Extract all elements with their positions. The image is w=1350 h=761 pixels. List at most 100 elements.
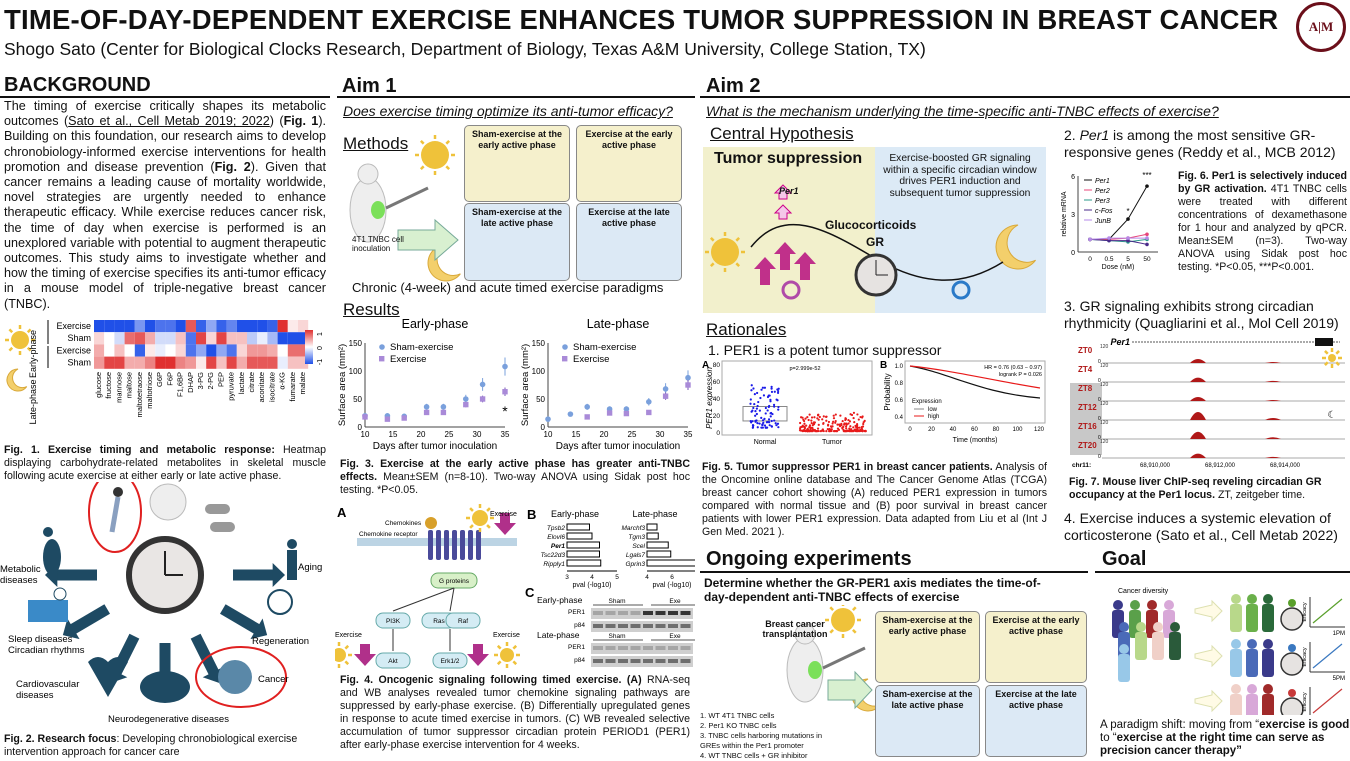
down-arrow-icon (494, 513, 516, 535)
heatmap-cell (124, 356, 135, 369)
legend-label: c-Fos (1095, 208, 1113, 215)
fig4-caption: Fig. 4. Oncogenic signaling following ti… (340, 674, 690, 751)
results-heading: Results (343, 300, 400, 319)
tumor-point (837, 428, 841, 431)
wb-group-label: Sham (609, 598, 626, 605)
wb-band (668, 659, 678, 663)
scale-tick: -1 (317, 359, 324, 365)
gene-label: Per1 (551, 543, 565, 550)
citation-link[interactable]: Sato et al., Cell Metab 2019; 2022 (68, 114, 270, 129)
gene-bar (646, 550, 672, 558)
normal-point (752, 406, 755, 410)
down-arrow-icon (467, 644, 489, 666)
heatmap-cell (257, 320, 268, 333)
tumor-point (806, 430, 809, 433)
arrow-head (272, 563, 285, 587)
y-tick: 60 (713, 379, 721, 386)
legend-marker (379, 344, 385, 350)
wb-phase-label: Early-phase (537, 595, 583, 605)
tumor-point (861, 428, 864, 431)
normal-point (750, 384, 753, 387)
syringe-icon (385, 186, 429, 210)
tumor-point (800, 429, 803, 432)
heatmap-row-label: Exercise (56, 321, 91, 331)
tumor-point (856, 413, 859, 416)
heatmap-col-label: 3-PG (196, 372, 205, 390)
chip-peak (1265, 400, 1281, 401)
normal-point (757, 400, 760, 404)
heatmap-cell (226, 356, 237, 369)
legend-label: Per2 (1095, 188, 1110, 195)
heatmap-cell (247, 356, 258, 369)
track-ymax: 120 (1100, 382, 1109, 388)
tumor-point (816, 430, 819, 433)
tumor-point (808, 424, 812, 427)
wb-band (655, 611, 666, 615)
central-hypothesis-diagram (703, 147, 1046, 313)
efficacy-label: Efficacy (1302, 647, 1308, 666)
y-axis-label: Surface area (mm²) (337, 344, 348, 426)
normal-point (773, 405, 776, 408)
y-tick: 50 (536, 395, 545, 404)
series-line (1090, 233, 1148, 240)
person-icon (1246, 604, 1258, 632)
time-label: 5PM (1333, 676, 1345, 682)
tumor-point (806, 416, 809, 419)
tumor-point (801, 430, 804, 433)
arrow-shaft (190, 633, 219, 675)
heatmap-cell (94, 332, 105, 345)
up-arrow-icon (794, 252, 816, 280)
wb-band (655, 659, 666, 663)
chip-peak (1265, 437, 1281, 439)
receptor-helix (444, 530, 449, 560)
receptor-helix (468, 530, 473, 560)
normal-point (755, 412, 758, 416)
divider (700, 571, 1088, 573)
sun-icon (500, 648, 514, 662)
sun-icon (1328, 354, 1336, 362)
color-scale (305, 330, 313, 364)
tumor-point (863, 430, 867, 433)
normal-point (772, 403, 776, 406)
tumor-point (854, 424, 857, 428)
heatmap-cell (257, 356, 268, 369)
track-label: ZT8 (1078, 384, 1093, 393)
track-ymax: 120 (1100, 439, 1109, 445)
tumor-point (822, 421, 825, 425)
normal-point (754, 414, 757, 417)
arrow-icon (397, 218, 459, 262)
pathway-node (375, 612, 411, 629)
tumor-point (804, 417, 807, 420)
wb-blot (591, 608, 693, 619)
y-tick: 80 (713, 362, 721, 369)
clock-small-icon (53, 587, 67, 601)
panel-label: A (337, 505, 347, 520)
normal-point (767, 418, 771, 421)
group-box: Exercise at the late active phase (576, 203, 682, 281)
tumor-point (861, 415, 864, 418)
sun-ray (1335, 350, 1340, 355)
chip-peak (1190, 377, 1206, 382)
node-label: Raf (458, 618, 468, 625)
normal-point (764, 412, 767, 415)
x-tick: 10 (544, 430, 553, 439)
x-tick: 30 (473, 430, 482, 439)
low-survival-curve (909, 365, 1041, 399)
track-label: ZT4 (1078, 365, 1093, 374)
tumor-point (822, 415, 825, 418)
gene-label: Tsc22d3 (541, 552, 566, 559)
y-tick: 0 (358, 423, 363, 432)
tumor-point (825, 430, 828, 433)
node-label: Akt (388, 658, 398, 665)
node-label: G proteins (439, 578, 470, 585)
series-line (1089, 237, 1147, 240)
sun-ray (419, 139, 425, 145)
sham-point (685, 374, 691, 381)
chr-label: chr11: (1072, 462, 1091, 469)
sun-ray (829, 606, 834, 611)
exercise-point (401, 415, 407, 421)
panel-label: A (702, 360, 709, 371)
x-tick: Tumor (822, 439, 843, 446)
